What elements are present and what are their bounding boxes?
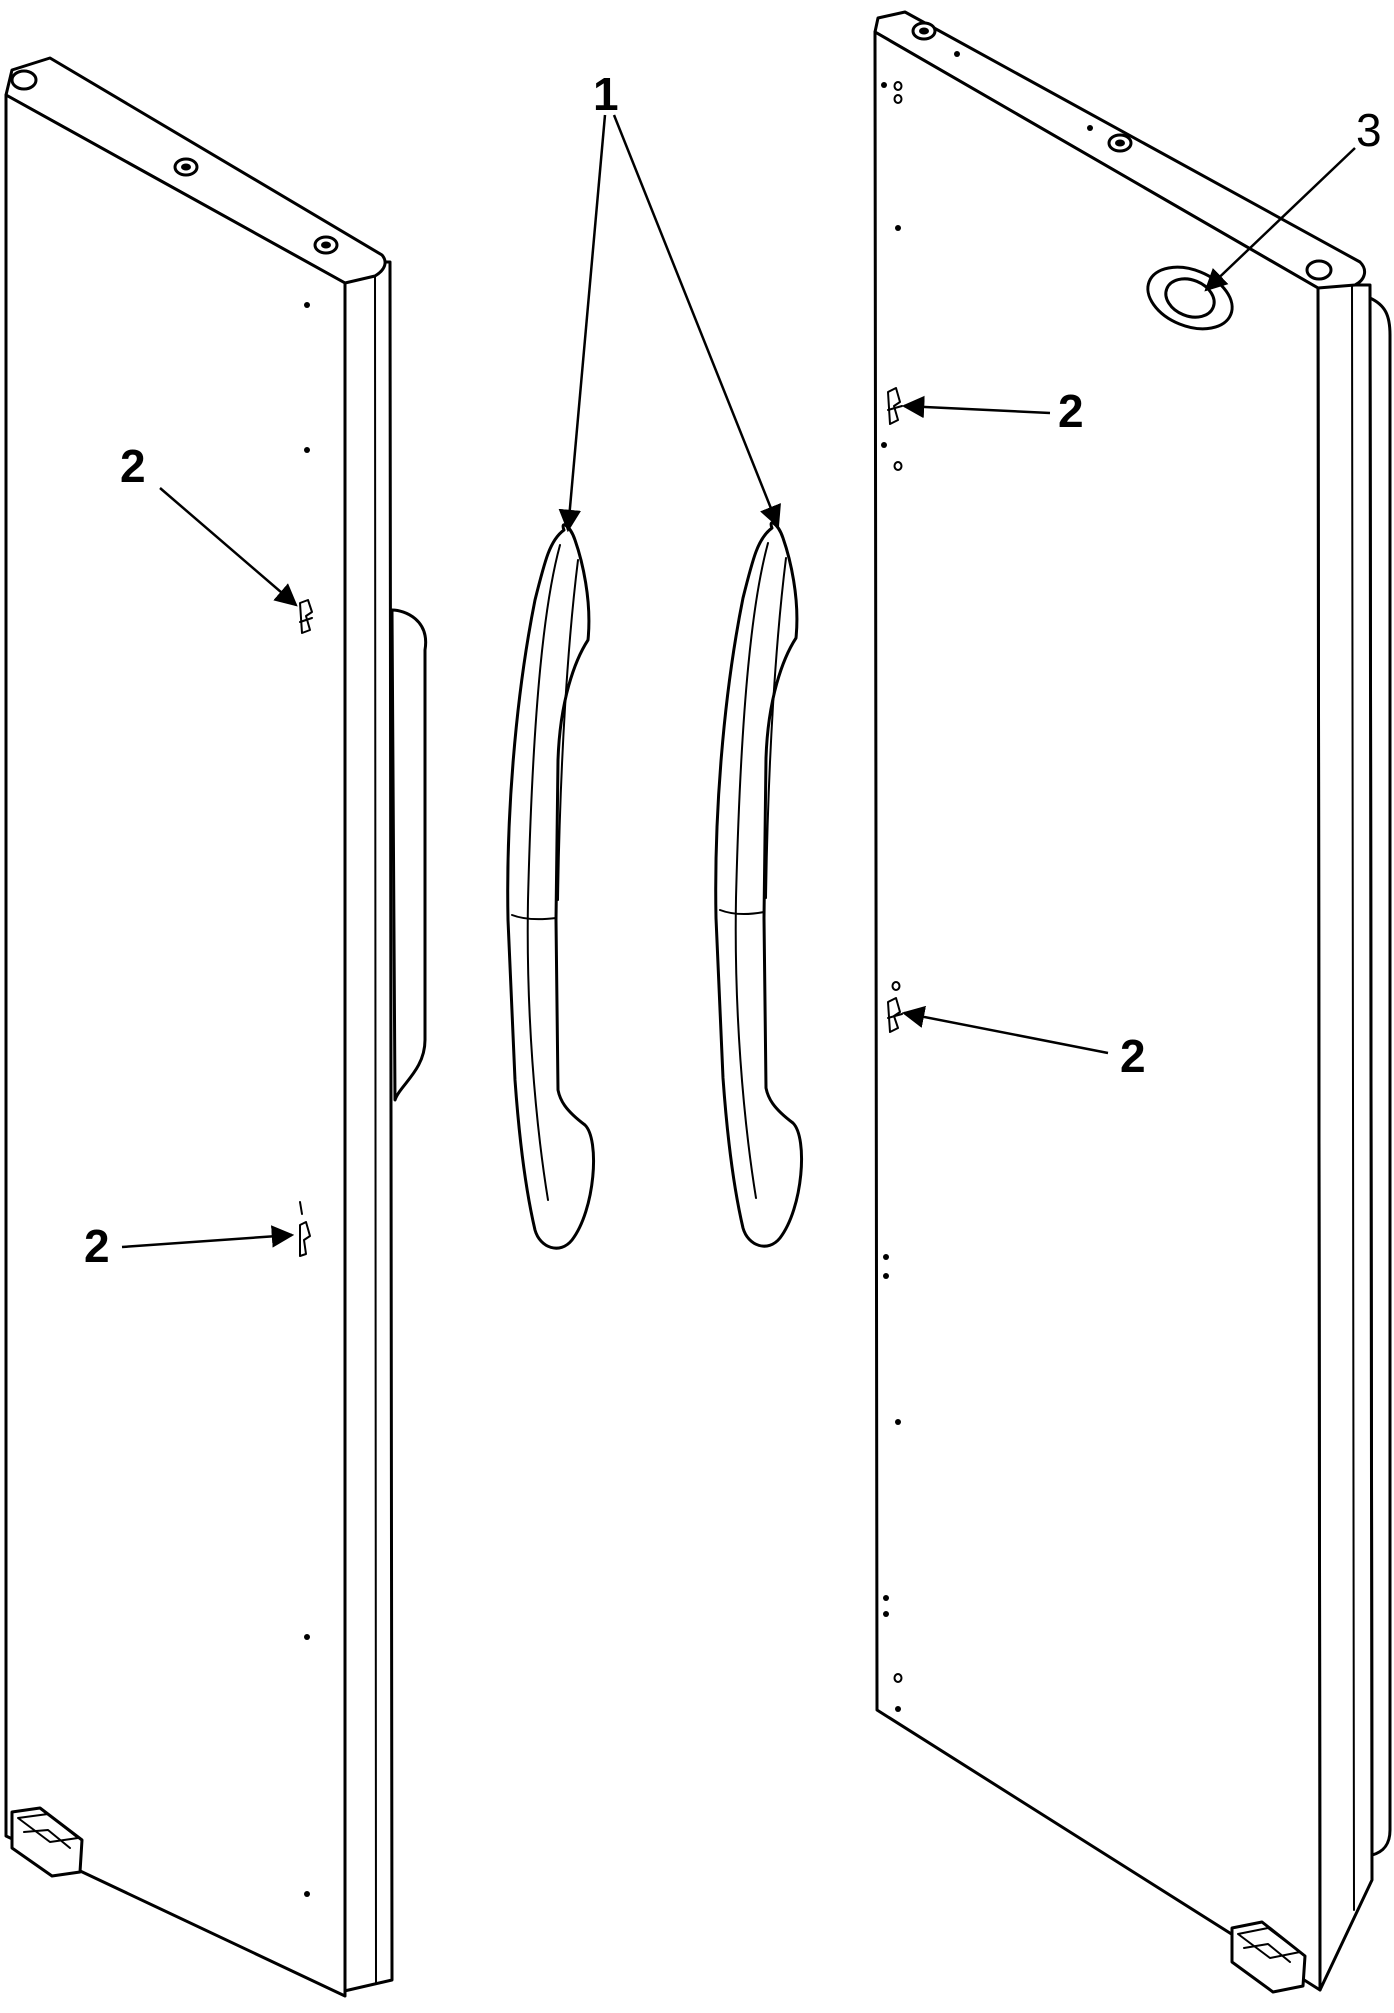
leader-1-right bbox=[612, 114, 781, 529]
callout-1: 1 bbox=[593, 68, 619, 120]
callout-2-left-upper: 2 bbox=[120, 440, 146, 492]
callout-2-left-lower: 2 bbox=[84, 1220, 110, 1272]
leader-2-right-upper bbox=[901, 395, 1051, 419]
leader-lines bbox=[121, 114, 1356, 1249]
left-door-bottom-hinge bbox=[10, 1806, 84, 1878]
callout-2-right-lower: 2 bbox=[1120, 1030, 1146, 1082]
callout-3: 3 bbox=[1356, 104, 1382, 156]
right-door bbox=[873, 10, 1392, 1994]
leader-1-left bbox=[558, 114, 607, 533]
right-door-bottom-hinge bbox=[1230, 1920, 1307, 1994]
handle-left bbox=[506, 523, 595, 1250]
right-door-hinge-pin bbox=[1305, 259, 1333, 281]
left-door-clip-lower bbox=[299, 1201, 311, 1257]
left-door bbox=[4, 56, 428, 1998]
left-door-side-edge bbox=[374, 261, 377, 1985]
left-door-hinge-pin bbox=[10, 69, 38, 91]
leader-2-right-lower bbox=[901, 1005, 1109, 1055]
callout-labels: 1 2 2 2 2 3 bbox=[84, 68, 1382, 1272]
callout-2-right-upper: 2 bbox=[1058, 385, 1084, 437]
right-door-gasket-flange bbox=[1368, 296, 1392, 1857]
handle-right bbox=[714, 521, 803, 1248]
left-door-handle-recess bbox=[390, 608, 428, 1102]
right-door-side-edge bbox=[1351, 284, 1355, 1911]
right-door-clip-upper bbox=[887, 387, 903, 425]
right-door-clip-lower bbox=[887, 981, 903, 1033]
leader-2-left-upper bbox=[159, 487, 298, 607]
leader-2-left-lower bbox=[121, 1225, 295, 1249]
right-door-side-face bbox=[1316, 283, 1374, 1992]
left-door-clip-upper bbox=[299, 599, 313, 634]
leader-3 bbox=[1204, 147, 1356, 292]
right-door-front-face bbox=[873, 30, 1322, 1992]
left-door-front-face bbox=[4, 93, 347, 1998]
